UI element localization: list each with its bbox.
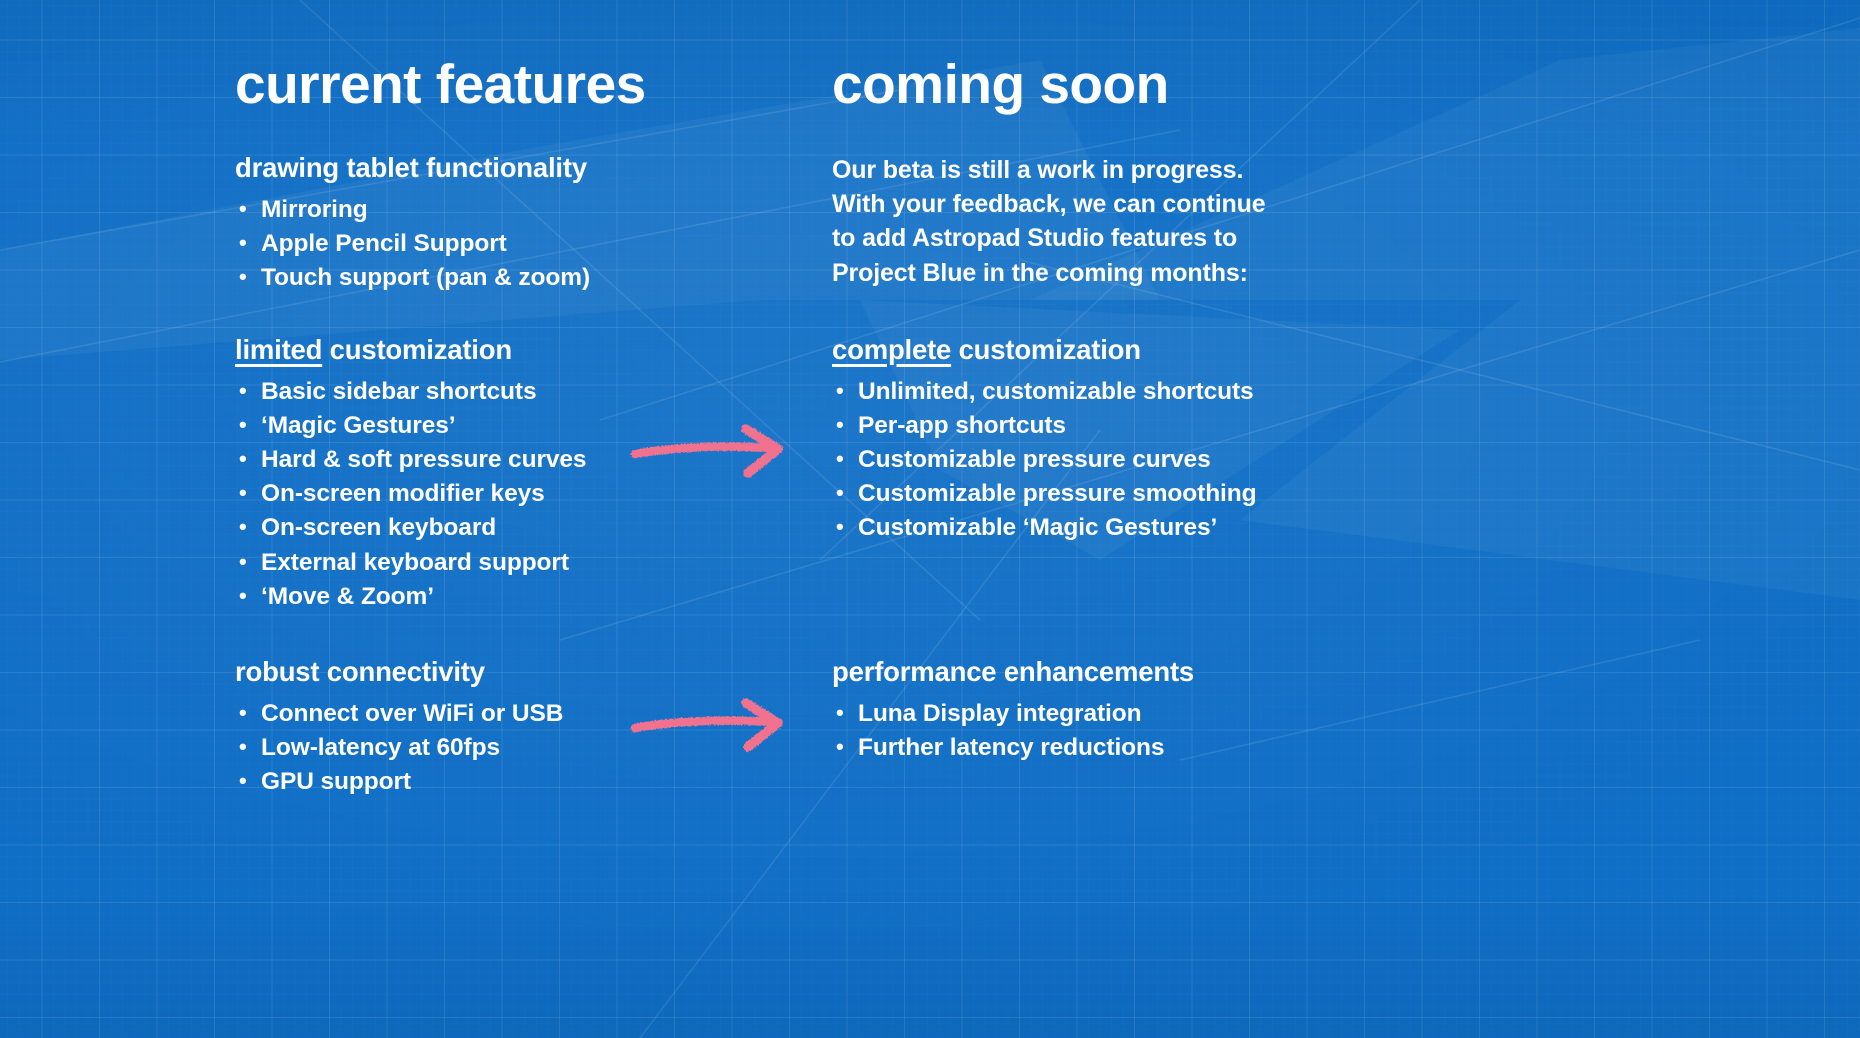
list-item: ‘Magic Gestures’	[235, 408, 820, 443]
page-title-coming-soon: coming soon	[832, 53, 1169, 115]
list-item: On-screen keyboard	[235, 510, 820, 545]
list-item: Customizable pressure smoothing	[832, 476, 1432, 511]
feature-list: Luna Display integration Further latency…	[832, 696, 1432, 765]
section-heading-emphasis: limited	[235, 334, 323, 365]
list-item: ‘Move & Zoom’	[235, 579, 820, 614]
list-item: Connect over WiFi or USB	[235, 696, 820, 731]
feature-list: Mirroring Apple Pencil Support Touch sup…	[235, 192, 820, 296]
section-heading: performance enhancements	[832, 656, 1432, 688]
list-item: Apple Pencil Support	[235, 226, 820, 261]
list-item: On-screen modifier keys	[235, 476, 820, 511]
list-item: Per-app shortcuts	[832, 408, 1432, 443]
list-item: Mirroring	[235, 192, 820, 227]
list-item: Further latency reductions	[832, 730, 1432, 765]
list-item: Customizable ‘Magic Gestures’	[832, 510, 1432, 545]
feature-list: Connect over WiFi or USB Low-latency at …	[235, 696, 820, 800]
feature-list: Unlimited, customizable shortcuts Per-ap…	[832, 374, 1432, 546]
list-item: Touch support (pan & zoom)	[235, 260, 820, 295]
intro-paragraph-block: Our beta is still a work in progress. Wi…	[832, 153, 1432, 290]
list-item: GPU support	[235, 764, 820, 799]
list-item: Customizable pressure curves	[832, 442, 1432, 477]
section-performance-enhancements: performance enhancements Luna Display in…	[832, 656, 1432, 765]
list-item: Basic sidebar shortcuts	[235, 374, 820, 409]
list-item: Low-latency at 60fps	[235, 730, 820, 765]
list-item: Luna Display integration	[832, 696, 1432, 731]
feature-list: Basic sidebar shortcuts ‘Magic Gestures’…	[235, 374, 820, 614]
section-drawing-tablet-functionality: drawing tablet functionality Mirroring A…	[235, 152, 820, 295]
section-heading-emphasis: complete	[832, 334, 952, 365]
section-heading-text: customization	[951, 334, 1141, 365]
section-heading: complete customization	[832, 334, 1432, 366]
page-title-current-features: current features	[235, 53, 646, 115]
list-item: External keyboard support	[235, 545, 820, 580]
section-limited-customization: limited customization Basic sidebar shor…	[235, 334, 820, 614]
list-item: Unlimited, customizable shortcuts	[832, 374, 1432, 409]
section-heading: drawing tablet functionality	[235, 152, 820, 184]
section-heading: robust connectivity	[235, 656, 820, 688]
section-heading-text: robust connectivity	[235, 656, 485, 687]
section-complete-customization: complete customization Unlimited, custom…	[832, 334, 1432, 546]
section-heading-text: customization	[322, 334, 512, 365]
section-robust-connectivity: robust connectivity Connect over WiFi or…	[235, 656, 820, 799]
section-heading-text: drawing tablet functionality	[235, 152, 587, 183]
section-heading: limited customization	[235, 334, 820, 366]
section-heading-text: performance enhancements	[832, 656, 1194, 687]
intro-paragraph: Our beta is still a work in progress. Wi…	[832, 156, 1266, 287]
list-item: Hard & soft pressure curves	[235, 442, 820, 477]
